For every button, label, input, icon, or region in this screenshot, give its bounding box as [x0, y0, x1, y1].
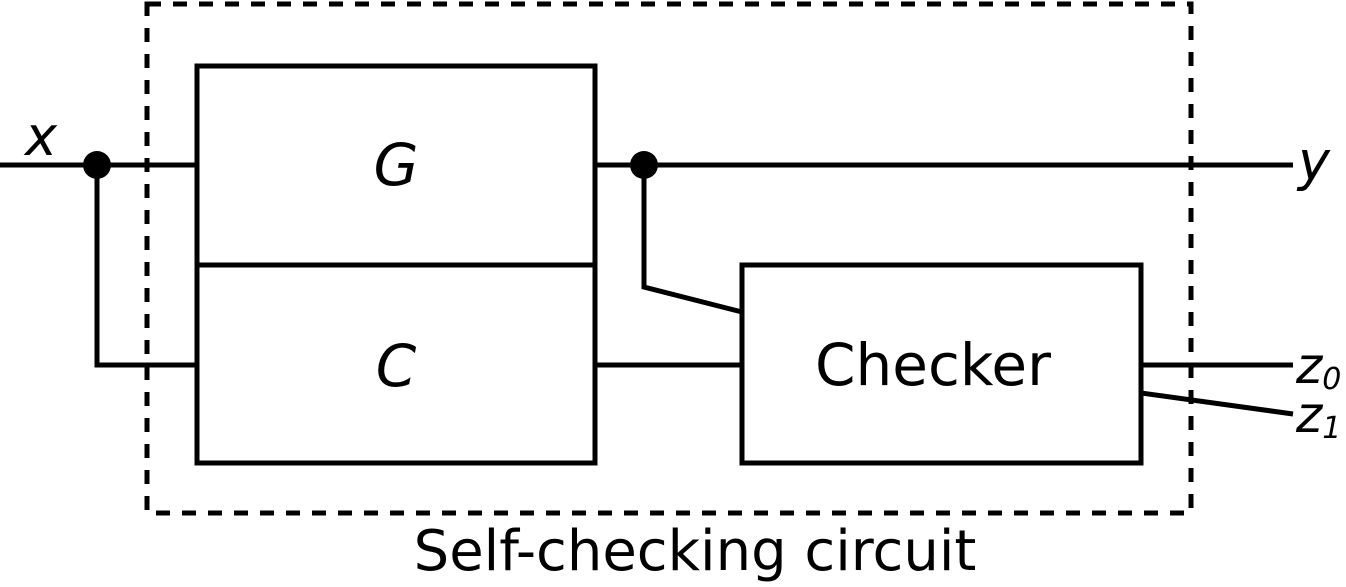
- z1-subscript: 1: [1322, 411, 1341, 446]
- input-signal-label: x: [23, 105, 58, 168]
- checker-block: [739, 262, 1144, 466]
- boundary-caption: Self-checking circuit: [414, 519, 977, 584]
- output-signal-label: y: [1296, 130, 1331, 193]
- checker-block-label: Checker: [815, 331, 1051, 399]
- g-block: [194, 63, 598, 268]
- z0-subscript: 0: [1322, 362, 1341, 397]
- self-checking-boundary: [144, 1, 1194, 516]
- z1-signal-label: z1: [1295, 386, 1341, 446]
- output-to-checker-wire: [641, 165, 743, 315]
- input-junction-dot: [83, 151, 111, 179]
- z1-wire: [1140, 390, 1294, 417]
- g-block-label: G: [374, 131, 419, 199]
- z1-base: z: [1295, 386, 1324, 444]
- z0-base: z: [1295, 337, 1324, 395]
- output-junction-dot: [630, 151, 658, 179]
- c-block: [194, 262, 598, 466]
- z0-signal-label: z0: [1295, 337, 1341, 397]
- c-block-label: C: [376, 332, 417, 400]
- input-branch-wire: [94, 165, 197, 368]
